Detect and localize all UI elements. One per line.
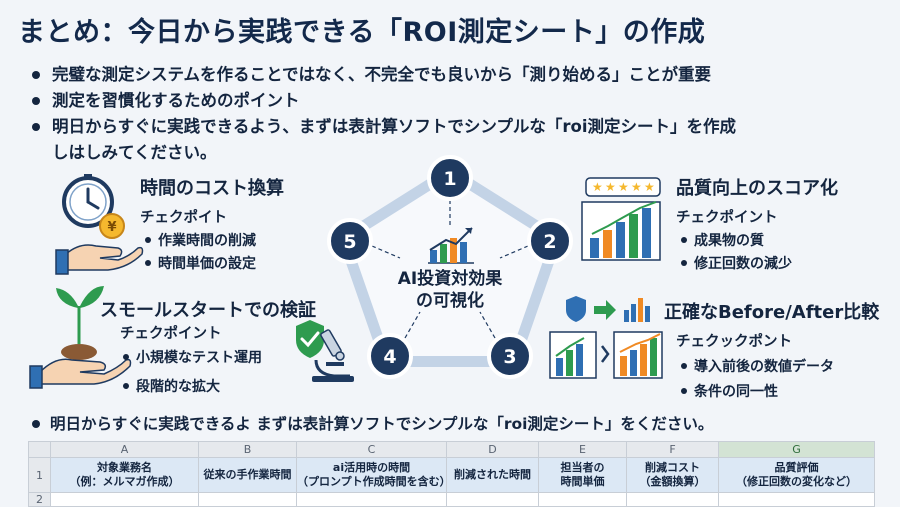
node-5-label: 5: [343, 231, 356, 253]
star-icon: ★: [631, 180, 642, 194]
small-start-details: チェクポイント 小規模なテスト運用 段階的な拡大: [120, 322, 262, 396]
node-3-label: 3: [503, 346, 516, 368]
cell-e2[interactable]: [538, 492, 627, 507]
header-cell-ai-time[interactable]: ai活用時の時間（プロンプト作成時間を含む）: [296, 457, 447, 493]
column-header-d[interactable]: D: [446, 441, 539, 458]
cell-a2[interactable]: [50, 492, 199, 507]
small-start-title: スモールスタートでの検証: [100, 300, 316, 321]
column-header-b[interactable]: B: [198, 441, 297, 458]
rating-chart-icon: ★ ★ ★ ★ ★: [581, 177, 661, 261]
before-after-point-2: 条件の同一性: [678, 381, 834, 401]
header-cell-hourly-rate[interactable]: 担当者の時間単価: [538, 457, 627, 493]
star-icon: ★: [605, 180, 616, 194]
column-header-row: A B C D E F G: [28, 441, 875, 458]
small-start-block: スモールスタートでの検証: [100, 296, 316, 322]
quality-point-2: 修正回数の減少: [678, 253, 838, 273]
before-after-block: 正確なBefore/After比較: [664, 298, 879, 324]
header-cell-task-name[interactable]: 対象業務名（例：メルマガ作成）: [50, 457, 199, 493]
header-cell-manual-time[interactable]: 従来の手作業時間: [198, 457, 297, 493]
roi-sheet-preview: A B C D E F G 1 対象業務名（例：メルマガ作成） 従来の手作業時間…: [28, 441, 875, 507]
small-start-checkpoint: チェクポイント: [120, 326, 222, 342]
bottom-bullet: 明日からすぐに実践できるよ まずは表計算ソフトでシンプルな「roi測定シート」を…: [30, 412, 713, 434]
before-after-checkpoint: チェクックポント: [676, 334, 792, 350]
bullet-1: 完璧な測定システムを作ることではなく、不完全でも良いから「測り始める」ことが重要: [30, 62, 880, 88]
header-cell-cost-saving[interactable]: 削減コスト（金額換算）: [626, 457, 719, 493]
time-cost-checkpoint: チェクポイト: [140, 210, 227, 226]
time-cost-title: 時間のコスト換算: [140, 178, 284, 199]
yen-symbol: ¥: [107, 220, 116, 235]
quality-checkpoint: チェクポイント: [676, 210, 778, 226]
star-icon: ★: [618, 180, 629, 194]
page-title: まとめ：今日から実践できる「ROI測定シート」の作成: [18, 17, 706, 48]
hand-coin-icon: ¥: [55, 213, 144, 275]
column-header-c[interactable]: C: [296, 441, 447, 458]
time-cost-point-1: 作業時間の削減: [142, 230, 284, 250]
bullet-3: 明日からすぐに実践できるよう、まずは表計算ソフトでシンプルな「roi測定シート」…: [30, 114, 880, 140]
small-start-point-1: 小規模なテスト運用: [120, 347, 262, 367]
sheet-row-2: 2: [28, 492, 875, 507]
chevron-right-icon: [601, 345, 610, 363]
plant-hand-icon: [29, 286, 132, 389]
quality-title: 品質向上のスコア化: [676, 178, 838, 199]
hub-center-line-1: AI投資対効果: [397, 269, 503, 289]
column-header-f[interactable]: F: [626, 441, 719, 458]
star-icon: ★: [644, 180, 655, 194]
column-header-a[interactable]: A: [50, 441, 199, 458]
cell-d2[interactable]: [446, 492, 539, 507]
shield-check-icon: [296, 320, 324, 358]
row-number-2[interactable]: 2: [28, 492, 51, 507]
before-chart-icon: [549, 331, 597, 379]
cell-g2[interactable]: [718, 492, 875, 507]
row-number-1[interactable]: 1: [28, 457, 51, 493]
column-header-g[interactable]: G: [718, 441, 875, 458]
before-after-point-1: 導入前後の数値データ: [678, 356, 834, 376]
intro-bullets: 完璧な測定システムを作ることではなく、不完全でも良いから「測り始める」ことが重要…: [30, 62, 880, 166]
cell-c2[interactable]: [296, 492, 447, 507]
header-cell-quality[interactable]: 品質評価（修正回数の変化など）: [718, 457, 875, 493]
before-after-header-icons: [566, 296, 650, 322]
before-after-details: チェクックポント 導入前後の数値データ 条件の同一性: [676, 330, 834, 401]
time-cost-point-2: 時間単価の設定: [142, 253, 284, 273]
bullet-3-continued: しはしみてください。: [52, 143, 217, 162]
hub-center-line-2: の可視化: [416, 291, 484, 311]
node-circles: [327, 155, 573, 379]
node-4-label: 4: [383, 346, 396, 368]
quality-block: 品質向上のスコア化 チェクポイント 成果物の質 修正回数の減少: [676, 174, 838, 273]
header-cell-saved-time[interactable]: 削減された時間: [446, 457, 539, 493]
node-1-label: 1: [443, 168, 456, 190]
cell-f2[interactable]: [626, 492, 719, 507]
column-header-e[interactable]: E: [538, 441, 627, 458]
sheet-header-row: 1 対象業務名（例：メルマガ作成） 従来の手作業時間 ai活用時の時間（プロンプ…: [28, 457, 875, 493]
star-icon: ★: [592, 180, 603, 194]
microscope-icon: [312, 329, 354, 382]
bullet-2: 測定を習慣化するためのポイント: [30, 88, 880, 114]
hub-center-label: AI投資対効果 の可視化: [380, 268, 520, 312]
time-cost-block: 時間のコスト換算 チェクポイト 作業時間の削減 時間単価の設定: [140, 174, 284, 273]
dashed-connectors: [371, 200, 529, 339]
quality-point-1: 成果物の質: [678, 230, 838, 250]
before-after-title: 正確なBefore/After比較: [664, 302, 880, 323]
small-start-point-2: 段階的な拡大: [120, 376, 262, 396]
center-chart-icon: [428, 227, 474, 264]
node-2-label: 2: [543, 231, 556, 253]
after-chart-icon: [613, 331, 663, 379]
corner-cell[interactable]: [28, 441, 51, 458]
cell-b2[interactable]: [198, 492, 297, 507]
clock-icon: [62, 174, 114, 228]
